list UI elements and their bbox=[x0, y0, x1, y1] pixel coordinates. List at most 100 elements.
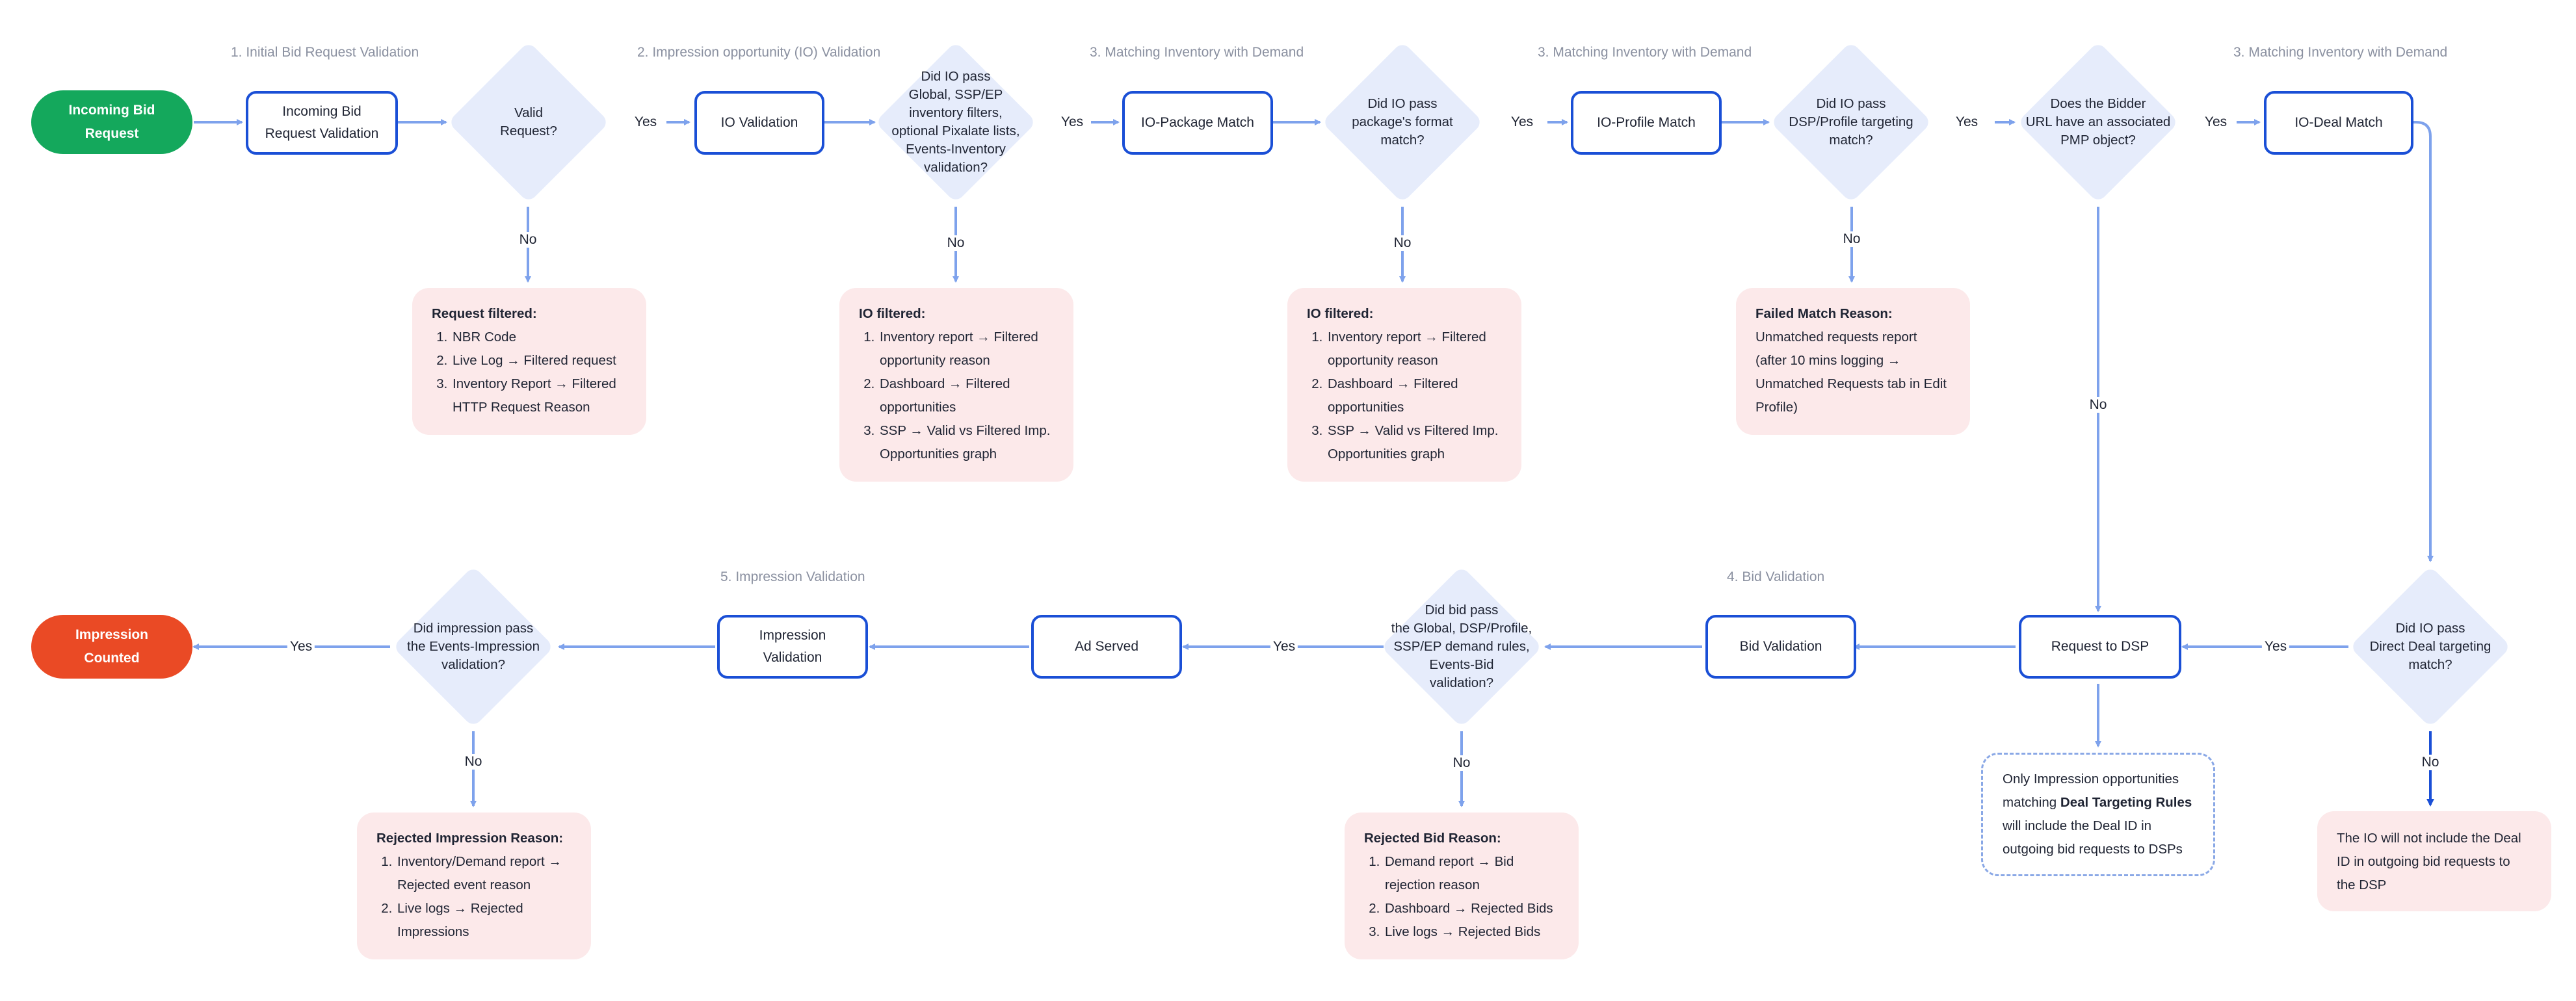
note-title: Request filtered: bbox=[432, 306, 537, 321]
arrow-deal-to-direct bbox=[2411, 121, 2434, 562]
events-line3: validation? bbox=[441, 657, 505, 672]
edge-label-no: No bbox=[2419, 755, 2442, 770]
bid-validation-label: Bid Validation bbox=[1739, 639, 1822, 654]
note-body: The IO will not include the Deal ID in o… bbox=[2337, 831, 2521, 892]
filters-line4: optional Pixalate lists, bbox=[891, 124, 1020, 138]
bid-rules-line3: SSP/EP demand rules, bbox=[1393, 639, 1530, 654]
note-title: Rejected Impression Reason: bbox=[376, 831, 564, 846]
format-line3: match? bbox=[1380, 133, 1425, 148]
note-io-filtered-2: IO filtered: Inventory report → Filtered… bbox=[1287, 288, 1521, 482]
note-deal-targeting: Only Impression opportunities matching D… bbox=[1981, 753, 2215, 876]
decision-bid-rules: Did bid pass the Global, DSP/Profile, SS… bbox=[1380, 566, 1543, 728]
impression-validation-line2: Validation bbox=[763, 650, 822, 665]
note-io-filtered-1: IO filtered: Inventory report → Filtered… bbox=[839, 288, 1073, 482]
edge-label-no: No bbox=[1840, 231, 1863, 247]
targeting-line3: match? bbox=[1829, 133, 1873, 148]
edge-label-yes: Yes bbox=[2201, 114, 2230, 130]
list-item: NBR Code bbox=[451, 326, 627, 349]
stage-label-bid-validation: 4. Bid Validation bbox=[1727, 569, 1825, 584]
list-item: Inventory Report → Filtered HTTP Request… bbox=[451, 372, 627, 419]
deal-note-before: Only Impression opportunities matching bbox=[2003, 772, 2179, 810]
edge-label-yes: Yes bbox=[2261, 639, 2290, 655]
events-line2: the Events-Impression bbox=[407, 639, 540, 654]
targeting-line2: DSP/Profile targeting bbox=[1789, 114, 1913, 129]
direct-deal-line2: Direct Deal targeting bbox=[2369, 639, 2491, 654]
io-profile-match-label: IO-Profile Match bbox=[1597, 115, 1696, 130]
incoming-validation-line1: Incoming Bid bbox=[282, 104, 361, 119]
direct-deal-line3: match? bbox=[2408, 657, 2452, 672]
note-failed-match: Failed Match Reason: Unmatched requests … bbox=[1736, 288, 1970, 435]
io-package-match-box: IO-Package Match bbox=[1122, 91, 1273, 155]
bid-rules-line4: Events-Bid bbox=[1429, 657, 1494, 672]
filters-line1: Did IO pass bbox=[921, 69, 991, 84]
filters-line6: validation? bbox=[923, 160, 988, 175]
note-rejected-bid: Rejected Bid Reason: Demand report → Bid… bbox=[1345, 812, 1579, 959]
list-item: Dashboard → Rejected Bids bbox=[1384, 897, 1559, 920]
list-item: Live Log → Filtered request bbox=[451, 349, 627, 372]
list-item: Live logs → Rejected Bids bbox=[1384, 920, 1559, 944]
incoming-validation-line2: Request Validation bbox=[265, 126, 379, 141]
edge-label-no: No bbox=[1391, 235, 1414, 251]
request-to-dsp-label: Request to DSP bbox=[2051, 639, 2149, 654]
stage-label-initial-validation: 1. Initial Bid Request Validation bbox=[231, 45, 419, 60]
decision-targeting-match: Did IO pass DSP/Profile targeting match? bbox=[1770, 41, 1932, 203]
bid-rules-line1: Did bid pass bbox=[1425, 603, 1499, 618]
io-validation-label: IO Validation bbox=[720, 115, 798, 130]
start-label-line1: Incoming Bid bbox=[68, 103, 155, 118]
pmp-line2: URL have an associated bbox=[2025, 114, 2171, 129]
note-rejected-impression: Rejected Impression Reason: Inventory/De… bbox=[357, 812, 591, 959]
io-package-match-label: IO-Package Match bbox=[1141, 115, 1254, 130]
edge-label-yes: Yes bbox=[1270, 639, 1298, 655]
request-to-dsp-box: Request to DSP bbox=[2019, 615, 2181, 679]
direct-deal-line1: Did IO pass bbox=[2395, 621, 2465, 636]
deal-note-after: will include the Deal ID in outgoing bid… bbox=[2003, 818, 2183, 857]
decision-io-filters: Did IO pass Global, SSP/EP inventory fil… bbox=[874, 41, 1037, 203]
note-no-deal-id: The IO will not include the Deal ID in o… bbox=[2317, 811, 2551, 911]
bid-validation-box: Bid Validation bbox=[1705, 615, 1856, 679]
edge-label-yes: Yes bbox=[287, 639, 315, 655]
bid-rules-line5: validation? bbox=[1429, 675, 1493, 690]
list-item: Live logs → Rejected Impressions bbox=[396, 897, 572, 944]
bid-rules-line2: the Global, DSP/Profile, bbox=[1391, 621, 1532, 636]
io-profile-match-box: IO-Profile Match bbox=[1571, 91, 1722, 155]
format-line2: package's format bbox=[1352, 114, 1453, 129]
filters-line3: inventory filters, bbox=[909, 105, 1003, 120]
pmp-line3: PMP object? bbox=[2060, 133, 2136, 148]
edge-label-no: No bbox=[462, 754, 485, 770]
decision-direct-deal: Did IO pass Direct Deal targeting match? bbox=[2349, 566, 2512, 728]
valid-line2: Request? bbox=[500, 124, 557, 138]
events-line1: Did impression pass bbox=[413, 621, 534, 636]
edge-label-no: No bbox=[1450, 755, 1473, 771]
note-body: Unmatched requests report (after 10 mins… bbox=[1755, 330, 1947, 415]
end-label-line2: Counted bbox=[84, 651, 140, 666]
list-item: Dashboard → Filtered opportunities bbox=[878, 372, 1054, 419]
ad-served-label: Ad Served bbox=[1074, 639, 1139, 654]
decision-events-impression: Did impression pass the Events-Impressio… bbox=[392, 566, 555, 728]
list-item: SSP → Valid vs Filtered Imp. Opportuniti… bbox=[878, 419, 1054, 466]
note-title: Rejected Bid Reason: bbox=[1364, 831, 1501, 846]
filters-line2: Global, SSP/EP bbox=[908, 87, 1003, 102]
stage-label-matching-3: 3. Matching Inventory with Demand bbox=[2233, 45, 2448, 60]
start-label-line2: Request bbox=[85, 126, 139, 141]
stage-label-impression-validation: 5. Impression Validation bbox=[720, 569, 865, 584]
edge-label-yes: Yes bbox=[1952, 114, 1981, 130]
edge-label-yes: Yes bbox=[631, 114, 660, 130]
note-request-filtered: Request filtered: NBR Code Live Log → Fi… bbox=[412, 288, 646, 435]
pmp-line1: Does the Bidder bbox=[2050, 96, 2146, 111]
valid-line1: Valid bbox=[514, 105, 544, 120]
deal-targeting-rules-text: Deal Targeting Rules bbox=[2060, 795, 2192, 810]
note-title: Failed Match Reason: bbox=[1755, 306, 1893, 321]
end-label-line1: Impression bbox=[75, 627, 149, 642]
edge-label-yes: Yes bbox=[1058, 114, 1086, 130]
list-item: SSP → Valid vs Filtered Imp. Opportuniti… bbox=[1326, 419, 1502, 466]
impression-validation-line1: Impression bbox=[759, 628, 826, 643]
note-title: IO filtered: bbox=[1307, 306, 1374, 321]
edge-label-no: No bbox=[944, 235, 967, 251]
stage-label-io-validation: 2. Impression opportunity (IO) Validatio… bbox=[637, 45, 881, 60]
format-line1: Did IO pass bbox=[1367, 96, 1438, 111]
list-item: Dashboard → Filtered opportunities bbox=[1326, 372, 1502, 419]
edge-label-no: No bbox=[2086, 397, 2110, 413]
list-item: Inventory report → Filtered opportunity … bbox=[1326, 326, 1502, 372]
